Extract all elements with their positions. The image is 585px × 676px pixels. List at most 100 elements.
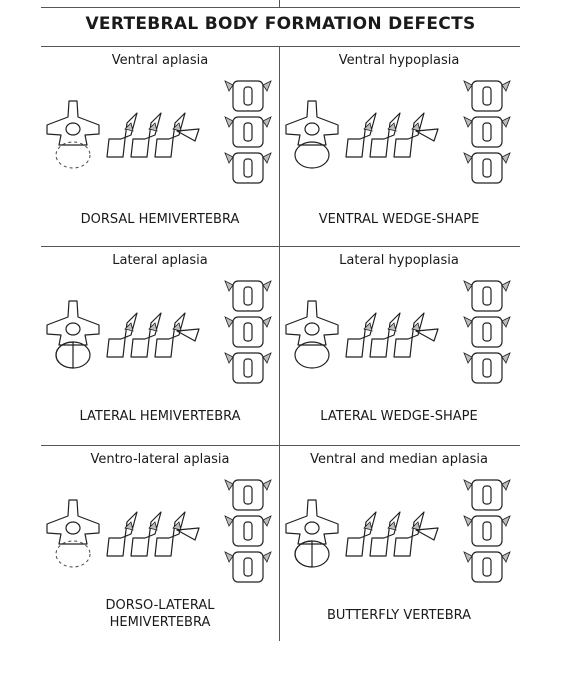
body-core bbox=[243, 521, 253, 541]
facet-shading bbox=[411, 122, 421, 132]
side-vertebra bbox=[154, 511, 186, 557]
left-process bbox=[463, 280, 473, 292]
vertebra-stack bbox=[463, 479, 511, 583]
spinous-process bbox=[415, 328, 439, 342]
facet-shading bbox=[172, 122, 182, 132]
vertebral-body bbox=[294, 341, 330, 369]
vertebral-body bbox=[55, 540, 91, 568]
cell-ventral-aplasia: Ventral aplasia DORSAL HEMIVERTEBRA bbox=[41, 47, 279, 245]
stacked-body bbox=[471, 116, 503, 148]
cell-subtitle: Ventral hypoplasia bbox=[338, 53, 460, 68]
caption-line-2: HEMIVERTEBRA bbox=[109, 615, 211, 630]
facet-shading bbox=[148, 322, 158, 332]
right-process bbox=[262, 479, 272, 491]
row-divider-1 bbox=[41, 246, 520, 247]
left-process bbox=[224, 152, 234, 164]
right-process bbox=[262, 515, 272, 527]
body-core bbox=[482, 322, 492, 342]
cell-ventral-hypoplasia: Ventral hypoplasia VENTRAL WEDGE-SHAPE bbox=[280, 47, 518, 245]
right-process bbox=[501, 551, 511, 563]
side-vertebra bbox=[393, 511, 425, 557]
side-vertebra bbox=[345, 112, 377, 158]
caption-line-1: DORSO-LATERAL bbox=[105, 598, 215, 613]
cell-lateral-aplasia: Lateral aplasia LATERAL HEMIVERTEBRA bbox=[41, 247, 279, 445]
left-process bbox=[224, 352, 234, 364]
vertebra-stack bbox=[463, 280, 511, 384]
facet-shading bbox=[172, 322, 182, 332]
stacked-body bbox=[232, 116, 264, 148]
stacked-body bbox=[232, 316, 264, 348]
body-core bbox=[482, 557, 492, 577]
right-process bbox=[262, 352, 272, 364]
body-core bbox=[243, 557, 253, 577]
right-process bbox=[501, 116, 511, 128]
right-process bbox=[262, 551, 272, 563]
vertebral-arch-outline bbox=[285, 100, 339, 146]
vertebra-illustration bbox=[46, 280, 272, 384]
side-vertebra bbox=[393, 312, 425, 358]
vertebra-illustration bbox=[285, 479, 511, 583]
diagram-frame: VERTEBRAL BODY FORMATION DEFECTS Ventral… bbox=[41, 0, 520, 641]
spinal-canal bbox=[65, 322, 81, 336]
right-process bbox=[501, 479, 511, 491]
stacked-body bbox=[232, 551, 264, 583]
vertebra-stack bbox=[224, 80, 272, 184]
hemi-body bbox=[294, 540, 313, 568]
spinal-canal bbox=[65, 122, 81, 136]
stacked-body bbox=[232, 515, 264, 547]
diagram-title: VERTEBRAL BODY FORMATION DEFECTS bbox=[85, 14, 476, 34]
spinous-process bbox=[415, 527, 439, 541]
stacked-body bbox=[471, 80, 503, 112]
facet-shading bbox=[148, 521, 158, 531]
spinal-canal bbox=[304, 122, 320, 136]
left-process bbox=[463, 316, 473, 328]
facet-shading bbox=[363, 521, 373, 531]
vertebra-illustration bbox=[46, 80, 272, 184]
side-vertebra bbox=[130, 112, 162, 158]
facet-shading bbox=[411, 322, 421, 332]
spine-side-view bbox=[345, 312, 439, 358]
cell-ventro-lateral-aplasia: Ventro-lateral aplasia DORSO-LATERAL HEM… bbox=[41, 446, 279, 644]
vertebra-top-view bbox=[46, 100, 100, 169]
spinous-process bbox=[176, 328, 200, 342]
vertebral-arch-outline bbox=[46, 100, 100, 146]
spinous-process bbox=[176, 128, 200, 142]
hemi-body bbox=[55, 341, 74, 369]
vertebral-body bbox=[294, 141, 330, 169]
body-core bbox=[482, 86, 492, 106]
column-divider bbox=[279, 46, 280, 641]
facet-shading bbox=[387, 521, 397, 531]
left-process bbox=[224, 80, 234, 92]
right-process bbox=[262, 116, 272, 128]
left-process bbox=[463, 116, 473, 128]
cell-subtitle: Ventral and median aplasia bbox=[310, 452, 488, 467]
spine-side-view bbox=[106, 112, 200, 158]
facet-shading bbox=[363, 322, 373, 332]
vertebral-arch-outline bbox=[46, 499, 100, 545]
vertebra-illustration bbox=[285, 280, 511, 384]
side-vertebra bbox=[106, 312, 138, 358]
vertebra-top-view bbox=[285, 100, 339, 169]
cell-caption: BUTTERFLY VERTEBRA bbox=[326, 608, 472, 623]
vertebra-top-view bbox=[46, 300, 100, 369]
vertebra-top-view bbox=[285, 300, 339, 369]
spine-side-view bbox=[106, 511, 200, 557]
left-process bbox=[224, 316, 234, 328]
spinous-process bbox=[415, 128, 439, 142]
stacked-body bbox=[471, 551, 503, 583]
side-vertebra bbox=[369, 511, 401, 557]
stacked-body bbox=[232, 152, 264, 184]
left-process bbox=[224, 116, 234, 128]
stacked-body bbox=[471, 316, 503, 348]
facet-shading bbox=[172, 521, 182, 531]
facet-shading bbox=[148, 122, 158, 132]
side-vertebra bbox=[393, 112, 425, 158]
side-vertebra bbox=[130, 312, 162, 358]
body-core bbox=[243, 485, 253, 505]
cell-subtitle: Ventro-lateral aplasia bbox=[90, 452, 230, 467]
body-core bbox=[243, 86, 253, 106]
right-process bbox=[262, 152, 272, 164]
right-process bbox=[262, 316, 272, 328]
body-core bbox=[482, 358, 492, 378]
right-process bbox=[262, 80, 272, 92]
